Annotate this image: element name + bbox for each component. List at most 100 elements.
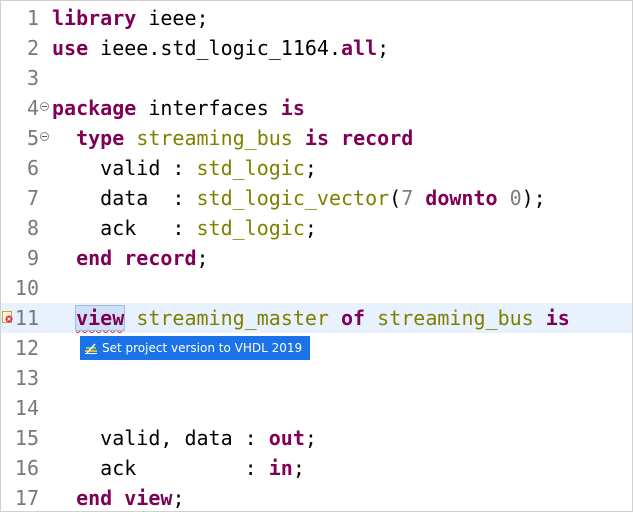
line-number: 5	[26, 126, 39, 150]
line-code: end view;	[52, 483, 184, 511]
code-line[interactable]: 4 package interfaces is	[1, 93, 632, 123]
text-token: valid, data :	[52, 426, 269, 450]
line-code: ack : in;	[52, 453, 305, 483]
line-number: 4	[26, 96, 39, 120]
quick-fix-suggestion[interactable]: Set project version to VHDL 2019	[80, 336, 310, 360]
line-code: end record;	[52, 243, 209, 273]
keyword-token: is	[304, 126, 329, 150]
code-line[interactable]: 7 data : std_logic_vector(7 downto 0);	[1, 183, 632, 213]
code-line[interactable]: 11 view streaming_master of streaming_bu…	[1, 303, 632, 333]
code-line[interactable]: 10	[1, 273, 632, 303]
text-token: ;	[196, 246, 209, 270]
code-line[interactable]: 17 end view;	[1, 483, 632, 511]
keyword-token: downto	[425, 186, 498, 210]
code-line[interactable]: 13	[1, 363, 632, 393]
text-token	[52, 246, 76, 270]
code-line[interactable]: 16 ack : in;	[1, 453, 632, 483]
text-token: ;	[304, 156, 317, 180]
keyword-token: end	[76, 486, 113, 510]
text-token	[365, 306, 377, 330]
keyword-token: is	[280, 96, 305, 120]
text-token	[52, 306, 76, 330]
keyword-token: library	[52, 6, 137, 30]
line-number: 2	[26, 36, 39, 60]
code-line[interactable]: 12	[1, 333, 632, 363]
text-token: ieee.std_logic_1164.	[88, 36, 341, 60]
line-number: 12	[14, 336, 39, 360]
text-token: ;	[377, 36, 390, 60]
text-token: ;	[304, 426, 317, 450]
text-token: ack :	[52, 216, 197, 240]
keyword-token: end	[76, 246, 113, 270]
error-quickfix-marker-icon[interactable]	[2, 311, 14, 324]
line-number: 7	[26, 186, 39, 210]
code-line[interactable]: 3	[1, 63, 632, 93]
text-token	[52, 126, 76, 150]
keyword-token: out	[268, 426, 305, 450]
line-code: data : std_logic_vector(7 downto 0);	[52, 183, 546, 213]
text-token	[329, 126, 341, 150]
line-code: library ieee;	[52, 3, 209, 33]
code-line[interactable]: 8 ack : std_logic;	[1, 213, 632, 243]
text-token: valid :	[52, 156, 197, 180]
number-token: 0	[509, 186, 522, 210]
line-code: view streaming_master of streaming_bus i…	[52, 303, 570, 333]
keyword-token: view	[124, 486, 173, 510]
type-token: streaming_bus	[377, 306, 534, 330]
line-number: 3	[26, 66, 39, 90]
line-number: 14	[14, 396, 39, 420]
text-token: );	[521, 186, 546, 210]
line-code: use ieee.std_logic_1164.all;	[52, 33, 389, 63]
text-token	[293, 126, 305, 150]
text-token	[124, 306, 136, 330]
text-token	[498, 186, 510, 210]
line-number: 1	[26, 6, 39, 30]
keyword-token: package	[52, 96, 137, 120]
line-number: 9	[26, 246, 39, 270]
fold-collapse-icon[interactable]	[40, 132, 49, 141]
text-token: ;	[304, 216, 317, 240]
keyword-token: use	[52, 36, 89, 60]
keyword-token: type	[76, 126, 125, 150]
line-number: 17	[14, 486, 39, 510]
line-number: 6	[26, 156, 39, 180]
text-token	[534, 306, 546, 330]
line-number-gutter	[1, 1, 49, 511]
code-line[interactable]: 5 type streaming_bus is record	[1, 123, 632, 153]
type-token: std_logic	[196, 216, 305, 240]
number-token: 7	[401, 186, 414, 210]
fold-collapse-icon[interactable]	[40, 102, 49, 111]
keyword-token: all	[341, 36, 378, 60]
keyword-token: of	[341, 306, 366, 330]
line-number: 13	[14, 366, 39, 390]
text-token: ieee;	[136, 6, 209, 30]
text-token: (	[389, 186, 402, 210]
version-bars-icon	[85, 343, 97, 354]
keyword-token: in	[268, 456, 293, 480]
text-token: ;	[292, 456, 305, 480]
line-code: package interfaces is	[52, 93, 305, 123]
text-token	[329, 306, 341, 330]
code-line[interactable]: 14	[1, 393, 632, 423]
text-token: interfaces	[136, 96, 281, 120]
keyword-token: view	[75, 305, 126, 331]
text-token	[52, 486, 76, 510]
line-code: valid, data : out;	[52, 423, 317, 453]
text-token: data :	[52, 186, 197, 210]
keyword-token: record	[124, 246, 197, 270]
type-token: std_logic_vector	[196, 186, 390, 210]
code-line[interactable]: 15 valid, data : out;	[1, 423, 632, 453]
quick-fix-label: Set project version to VHDL 2019	[102, 341, 303, 355]
line-code: ack : std_logic;	[52, 213, 317, 243]
code-line[interactable]: 9 end record;	[1, 243, 632, 273]
text-token	[124, 126, 136, 150]
code-line[interactable]: 1 library ieee;	[1, 3, 632, 33]
line-number: 10	[14, 276, 39, 300]
line-number: 16	[14, 456, 39, 480]
text-token	[413, 186, 425, 210]
text-token: ack :	[52, 456, 269, 480]
code-line[interactable]: 6 valid : std_logic;	[1, 153, 632, 183]
type-token: std_logic	[196, 156, 305, 180]
code-line[interactable]: 2 use ieee.std_logic_1164.all;	[1, 33, 632, 63]
